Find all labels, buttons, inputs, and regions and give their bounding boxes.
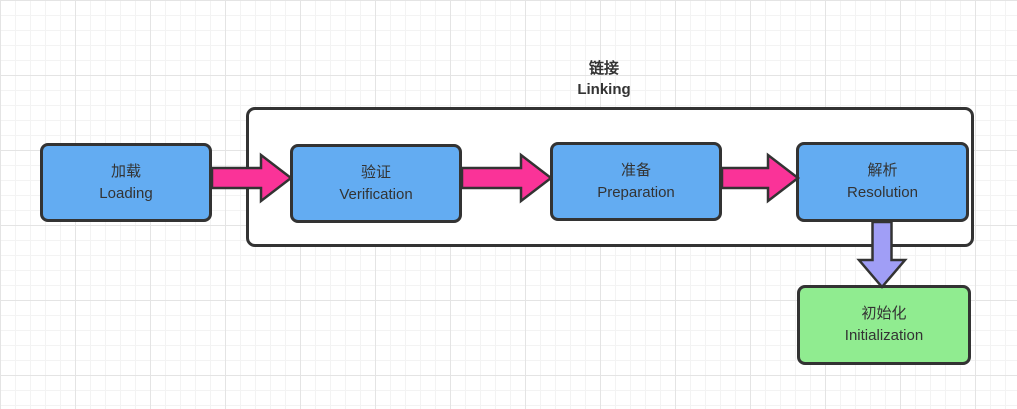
node-loading[interactable]: 加载 Loading (40, 143, 212, 222)
node-verification-label-en: Verification (339, 185, 413, 203)
node-preparation-label-zh: 准备 (620, 161, 651, 179)
arrow-preparation-to-resolution-icon[interactable] (720, 152, 801, 204)
node-initialization-label-zh: 初始化 (861, 305, 907, 322)
node-initialization[interactable]: 初始化 Initialization (797, 285, 971, 365)
node-resolution[interactable]: 解析 Resolution (796, 142, 969, 222)
node-resolution-label-en: Resolution (847, 184, 918, 201)
node-loading-label-en: Loading (99, 184, 153, 202)
node-resolution-label-zh: 解析 (867, 162, 898, 179)
node-preparation-label-en: Preparation (597, 183, 675, 201)
node-initialization-label-en: Initialization (844, 327, 924, 344)
node-preparation[interactable]: 准备 Preparation (550, 142, 722, 221)
arrow-verification-to-preparation-icon[interactable] (460, 152, 554, 204)
arrow-resolution-to-initialization-icon[interactable] (856, 220, 908, 289)
node-verification-label-zh: 验证 (360, 163, 391, 181)
group-label-zh: 链接 (588, 60, 619, 77)
node-loading-label-zh: 加载 (110, 162, 141, 180)
group-label: 链接 Linking (246, 58, 962, 100)
group-label-en: Linking (577, 81, 631, 98)
node-verification[interactable]: 验证 Verification (290, 144, 462, 223)
arrow-loading-to-verification-icon[interactable] (210, 152, 294, 204)
